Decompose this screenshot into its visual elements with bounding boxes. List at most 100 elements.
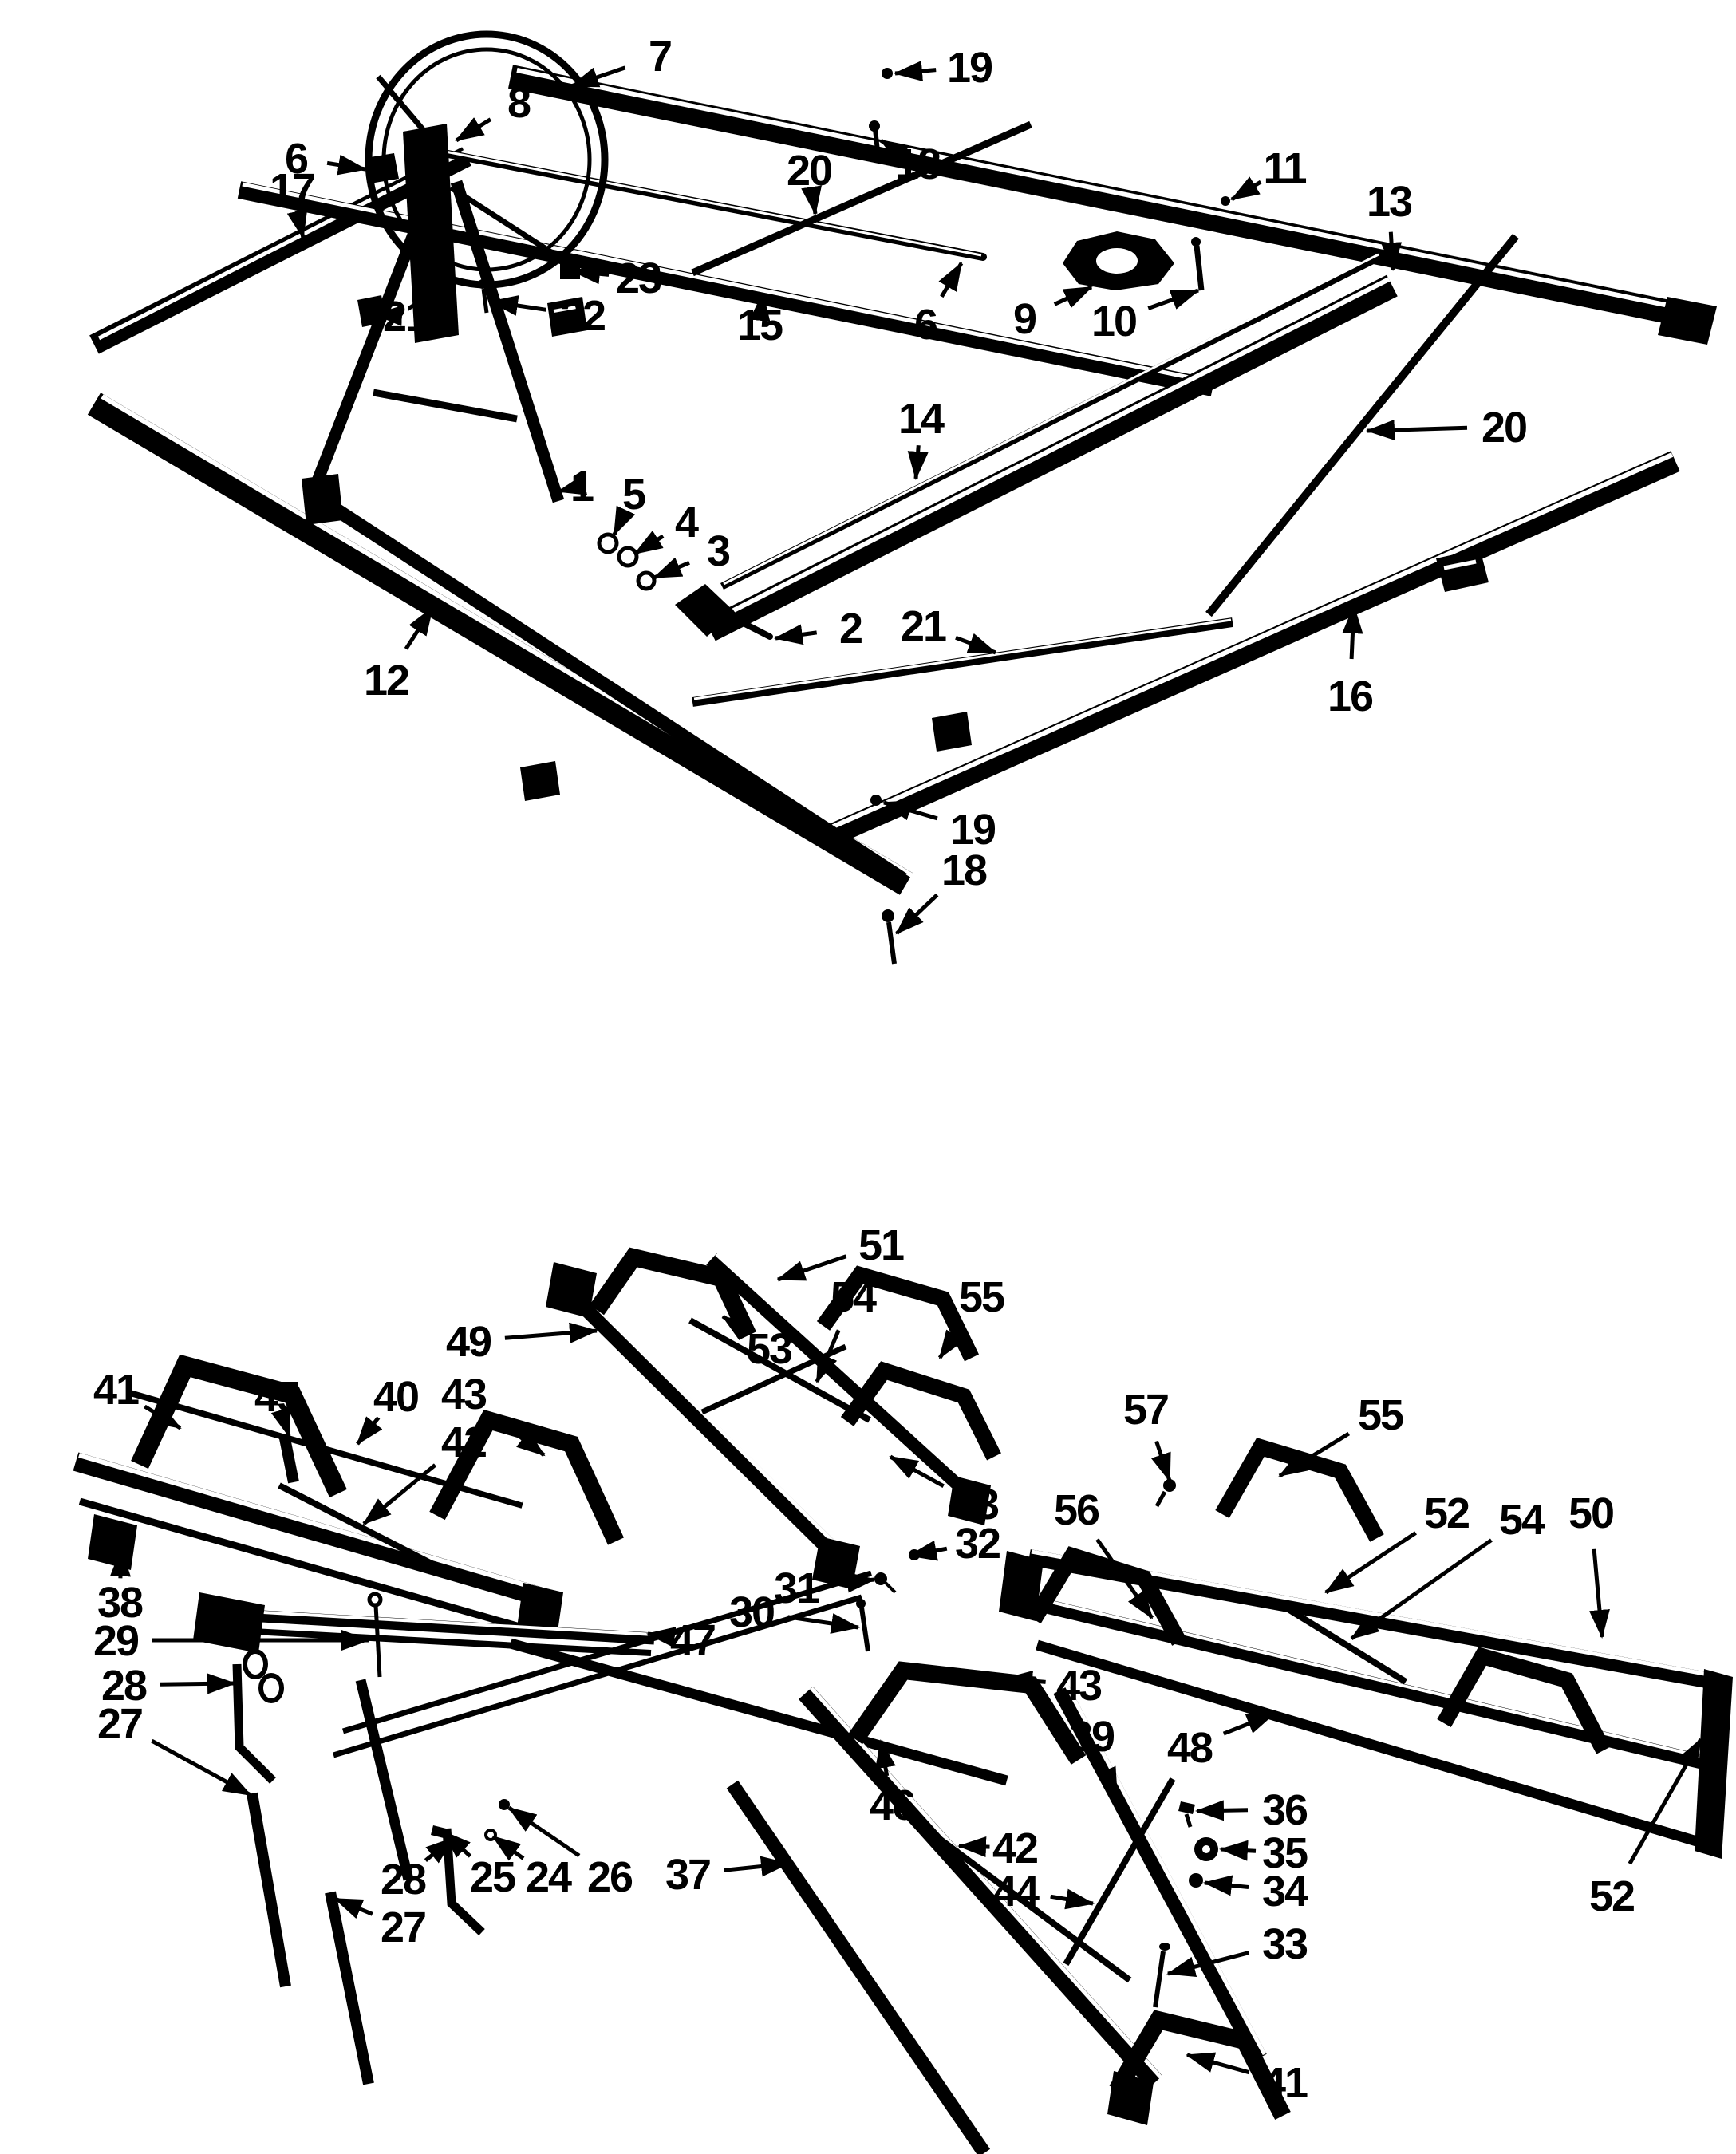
skid-foot-41a — [131, 1354, 347, 1498]
brace-54a — [688, 1317, 871, 1423]
frame-rail-16 — [821, 451, 1680, 848]
part-number-label: 41 — [1262, 2059, 1308, 2107]
part-number-label: 40 — [373, 1373, 418, 1421]
line-shape — [553, 305, 582, 313]
mounting-tab — [932, 712, 972, 752]
bolt-18-head — [869, 120, 880, 132]
callout-53: 53 — [721, 1314, 794, 1373]
callout-30: 30 — [729, 1588, 860, 1636]
channel-47 — [205, 1607, 655, 1645]
leader-arrow — [491, 1834, 525, 1861]
callout-39: 39 — [1069, 1713, 1119, 1797]
leader-arrow — [1219, 1840, 1257, 1861]
part-number-label: 31 — [774, 1564, 819, 1612]
callout-57: 57 — [1123, 1386, 1172, 1482]
line-shape — [516, 68, 1705, 315]
bolt-11 — [1221, 196, 1230, 206]
leader-arrow — [815, 1329, 841, 1383]
bolt-22 — [481, 288, 489, 314]
line-shape — [722, 1787, 977, 2154]
part-number-label: 46 — [870, 1781, 915, 1829]
leader-arrow — [895, 893, 939, 935]
a-frame-crossbar — [373, 389, 518, 423]
callout-5: 5 — [612, 471, 647, 536]
part-number-label: 35 — [1262, 1829, 1308, 1877]
lever-46 — [509, 1638, 1008, 1786]
brace-54b — [1274, 1599, 1408, 1685]
part-number-label: 44 — [993, 1868, 1040, 1915]
leader-arrow — [955, 633, 997, 655]
circle-shape — [1202, 1845, 1210, 1853]
callout-9: 9 — [1013, 285, 1093, 343]
part-number-label: 28 — [381, 1856, 426, 1903]
bolt-31 — [874, 1572, 887, 1585]
washer-4 — [617, 546, 639, 568]
part-number-label: 17 — [270, 165, 314, 213]
ellipse-shape — [1159, 1943, 1170, 1951]
callout-27: 27 — [97, 1700, 252, 1797]
rail-end-cap — [88, 1514, 137, 1570]
leader-arrow — [787, 1613, 860, 1634]
part-number-label: 29 — [93, 1617, 139, 1665]
a-frame-right-leg — [450, 180, 565, 503]
callout-3: 3 — [653, 527, 732, 580]
channel-47-flange — [208, 1626, 652, 1656]
callout-20: 20 — [1366, 404, 1528, 452]
leader-arrow — [151, 1738, 252, 1797]
end-cap-52 — [1695, 1669, 1733, 1859]
tooth-27a — [247, 1792, 291, 1988]
part-number-label: 21 — [383, 293, 428, 341]
leader-arrow — [1628, 1738, 1703, 1865]
part-number-label: 51 — [858, 1221, 904, 1269]
circle-shape — [478, 279, 487, 289]
part-number-label: 22 — [560, 292, 605, 340]
callout-29: 29 — [93, 1617, 370, 1665]
bolt-26 — [499, 1799, 510, 1810]
skid-foot-41b — [1109, 2010, 1291, 2120]
callout-1: 1 — [557, 463, 595, 511]
part-number-label: 19 — [950, 806, 996, 854]
part-number-label: 41 — [93, 1366, 139, 1414]
part-number-label: 6 — [285, 135, 308, 183]
link-45 — [278, 1433, 299, 1484]
part-number-label: 15 — [737, 302, 783, 349]
lift-rod — [332, 1594, 863, 1758]
callout-22: 22 — [489, 292, 606, 340]
part-number-label: 2 — [839, 605, 862, 653]
leader-arrow — [937, 1323, 965, 1359]
leader-arrow — [1342, 605, 1363, 660]
line-shape — [78, 1453, 562, 1598]
callout-52: 52 — [1589, 1738, 1703, 1920]
line-shape — [705, 277, 1391, 626]
part-number-label: 24 — [526, 1853, 572, 1901]
frame-39-left-rail — [799, 1686, 1162, 2089]
part-number-label: 49 — [446, 1318, 491, 1366]
callout-6: 6 — [914, 262, 964, 349]
line-shape — [715, 1253, 981, 1495]
leader-arrow — [875, 1739, 896, 1777]
wheel-spoke — [376, 74, 437, 146]
leader-arrow — [879, 138, 909, 164]
callout-41: 41 — [93, 1366, 182, 1430]
part-number-label: 1 — [570, 463, 594, 511]
hook-28a — [232, 1663, 276, 1784]
leader-arrow — [1381, 231, 1403, 271]
part-number-label: 36 — [1262, 1786, 1308, 1834]
washer-3 — [636, 570, 657, 591]
line-shape — [242, 182, 1213, 385]
clamp-9-hole — [1096, 248, 1138, 274]
washer-24 — [484, 1829, 497, 1841]
callout-27: 27 — [333, 1896, 427, 1951]
line-shape — [97, 148, 468, 341]
part-number-label: 47 — [670, 1616, 715, 1664]
callout-46: 46 — [870, 1739, 917, 1829]
callout-26: 26 — [507, 1805, 634, 1901]
callout-48: 48 — [1167, 1711, 1276, 1772]
part-number-label: 54 — [831, 1273, 877, 1321]
bolt-18b-head — [882, 909, 894, 922]
line-shape — [564, 1275, 850, 1559]
part-number-label: 27 — [97, 1700, 142, 1748]
leader-arrow — [570, 65, 626, 89]
skid-foot-53b — [840, 1361, 1001, 1461]
